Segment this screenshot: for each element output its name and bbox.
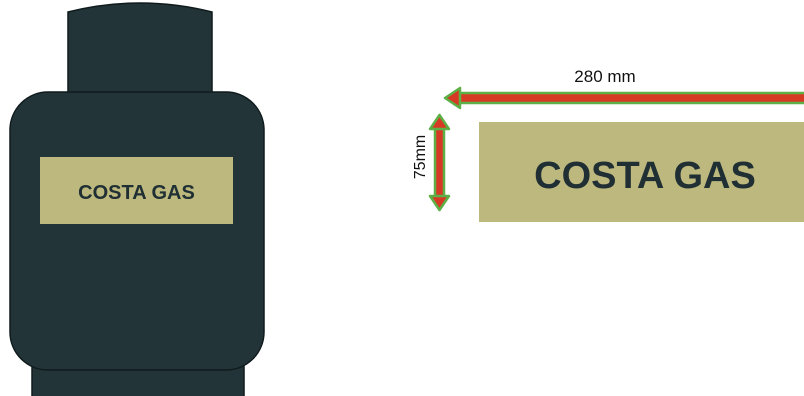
height-dimension-label: 75mm: [412, 135, 429, 179]
width-arrow-shaft: [454, 91, 804, 105]
cylinder-neck: [67, 2, 213, 101]
sign-plate-text: COSTA GAS: [534, 155, 756, 197]
height-dimension-arrow: [428, 113, 451, 212]
width-arrow-head: [443, 86, 462, 110]
cylinder-label-plate: [40, 157, 233, 224]
sign-plate-background: [479, 122, 804, 222]
cylinder-body: [9, 91, 265, 371]
height-arrow-head-bottom: [428, 194, 451, 212]
width-dimension-label: 280 mm: [574, 67, 635, 86]
height-arrow-shaft: [433, 123, 446, 200]
sign-plate: COSTA GAS: [479, 122, 804, 222]
cylinder-label-text: COSTA GAS: [78, 182, 195, 204]
width-dimension-arrow: [443, 86, 804, 110]
gas-cylinder: COSTA GAS: [9, 2, 265, 396]
height-arrow-head-top: [428, 113, 451, 131]
